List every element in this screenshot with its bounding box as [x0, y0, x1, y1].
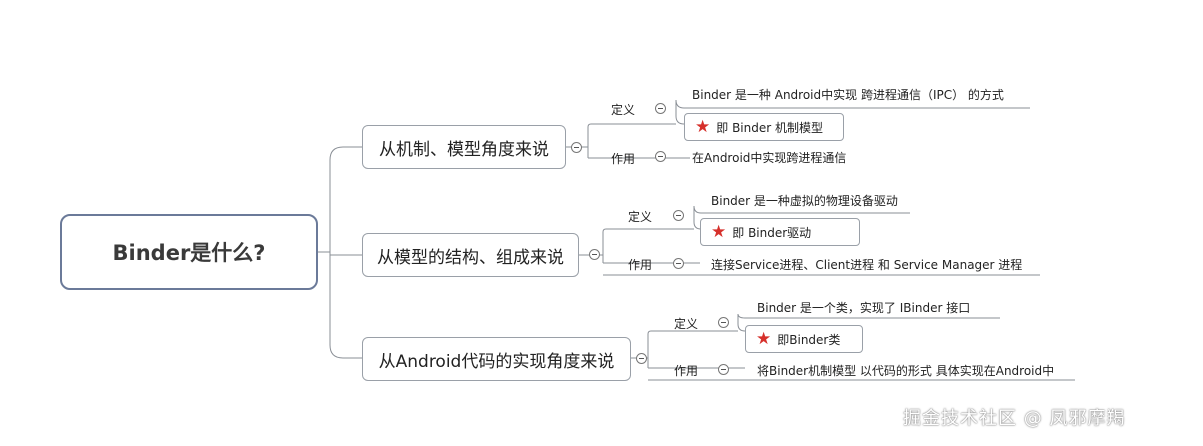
- usage-text: 连接Service进程、Client进程 和 Service Manager 进…: [711, 258, 1023, 272]
- star-icon: ★: [756, 328, 772, 349]
- branch-node-code[interactable]: 从Android代码的实现角度来说: [362, 337, 631, 381]
- starred-text: 即 Binder 机制模型: [716, 120, 823, 135]
- collapse-toggle-icon[interactable]: [718, 364, 729, 375]
- collapse-toggle-icon[interactable]: [655, 151, 666, 162]
- starred-text: 即Binder类: [777, 332, 841, 347]
- starred-summary: ★ 即Binder类: [745, 325, 863, 353]
- usage-label: 作用: [611, 152, 636, 166]
- starred-text: 即 Binder驱动: [732, 225, 812, 240]
- collapse-toggle-icon[interactable]: [589, 249, 600, 260]
- definition-label: 定义: [611, 103, 636, 117]
- definition-label: 定义: [628, 210, 653, 224]
- collapse-toggle-icon[interactable]: [718, 317, 729, 328]
- branch-title: 从机制、模型角度来说: [379, 139, 549, 160]
- collapse-toggle-icon[interactable]: [571, 142, 582, 153]
- usage-label: 作用: [628, 258, 653, 272]
- definition-text: Binder 是一个类，实现了 IBinder 接口: [757, 301, 971, 315]
- watermark: 掘金技术社区 @ 凤邪摩羯: [903, 408, 1126, 429]
- starred-summary: ★ 即 Binder驱动: [700, 218, 860, 246]
- collapse-toggle-icon[interactable]: [655, 103, 666, 114]
- root-label: Binder是什么?: [112, 241, 266, 265]
- branch-node-structure[interactable]: 从模型的结构、组成来说: [362, 233, 579, 277]
- collapse-toggle-icon[interactable]: [636, 353, 647, 364]
- collapse-toggle-icon[interactable]: [673, 258, 684, 269]
- usage-label: 作用: [674, 364, 699, 378]
- usage-text: 将Binder机制模型 以代码的形式 具体实现在Android中: [757, 364, 1055, 378]
- collapse-toggle-icon[interactable]: [673, 210, 684, 221]
- branch-node-mechanism[interactable]: 从机制、模型角度来说: [362, 125, 566, 169]
- branch-title: 从Android代码的实现角度来说: [378, 351, 615, 372]
- star-icon: ★: [711, 221, 727, 242]
- root-node[interactable]: Binder是什么?: [60, 214, 318, 290]
- branch-title: 从模型的结构、组成来说: [377, 247, 564, 268]
- star-icon: ★: [695, 116, 711, 137]
- definition-label: 定义: [674, 317, 699, 331]
- usage-text: 在Android中实现跨进程通信: [692, 151, 847, 165]
- definition-text: Binder 是一种 Android中实现 跨进程通信（IPC） 的方式: [692, 88, 1004, 102]
- definition-text: Binder 是一种虚拟的物理设备驱动: [711, 194, 898, 208]
- starred-summary: ★ 即 Binder 机制模型: [684, 113, 844, 141]
